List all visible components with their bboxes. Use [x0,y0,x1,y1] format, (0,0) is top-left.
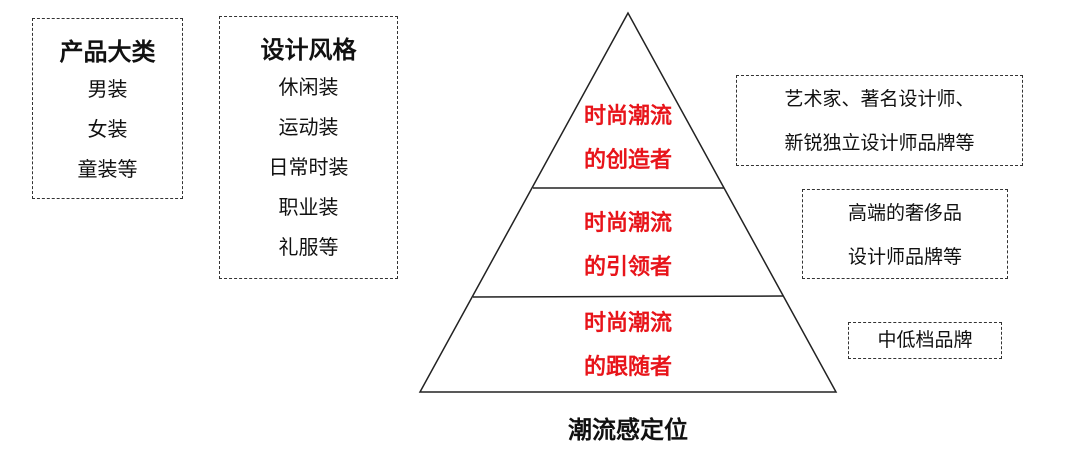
design-style-item: 日常时装 [268,155,349,179]
design-style-box: 设计风格 休闲装 运动装 日常时装 职业装 礼服等 [219,16,398,279]
level-label: 时尚潮流 [583,104,672,129]
design-style-item: 职业装 [278,195,339,219]
pyramid-outline [418,11,838,393]
product-category-item: 童装等 [77,157,138,181]
level-label: 时尚潮流 [583,211,672,236]
example-text: 中低档品牌 [877,329,973,351]
pyramid-level-leader: 时尚潮流 的引领者 [548,202,708,290]
example-text: 艺术家、著名设计师、 [784,88,975,110]
product-category-item: 男装 [87,77,128,101]
example-box-follower: 中低档品牌 [848,322,1002,359]
design-style-item: 运动装 [278,115,339,139]
level-label: 的引领者 [583,255,672,280]
product-category-box: 产品大类 男装 女装 童装等 [32,18,183,199]
design-style-item: 休闲装 [278,75,339,99]
pyramid-caption: 潮流感定位 [568,416,688,444]
product-category-title: 产品大类 [59,38,156,66]
level-label: 时尚潮流 [583,311,672,336]
pyramid-divider-bottom [472,295,784,298]
example-box-leader: 高端的奢侈品 设计师品牌等 [802,189,1008,279]
pyramid-level-follower: 时尚潮流 的跟随者 [548,302,708,390]
level-label: 的创造者 [583,148,672,173]
example-text: 高端的奢侈品 [847,202,962,224]
pyramid-level-creator: 时尚潮流 的创造者 [548,95,708,183]
design-style-item: 礼服等 [278,235,339,259]
example-box-creator: 艺术家、著名设计师、 新锐独立设计师品牌等 [736,75,1023,166]
level-label: 的跟随者 [583,355,672,380]
design-style-title: 设计风格 [260,36,357,64]
product-category-item: 女装 [87,117,128,141]
example-text: 新锐独立设计师品牌等 [784,132,975,154]
example-text: 设计师品牌等 [847,246,962,268]
